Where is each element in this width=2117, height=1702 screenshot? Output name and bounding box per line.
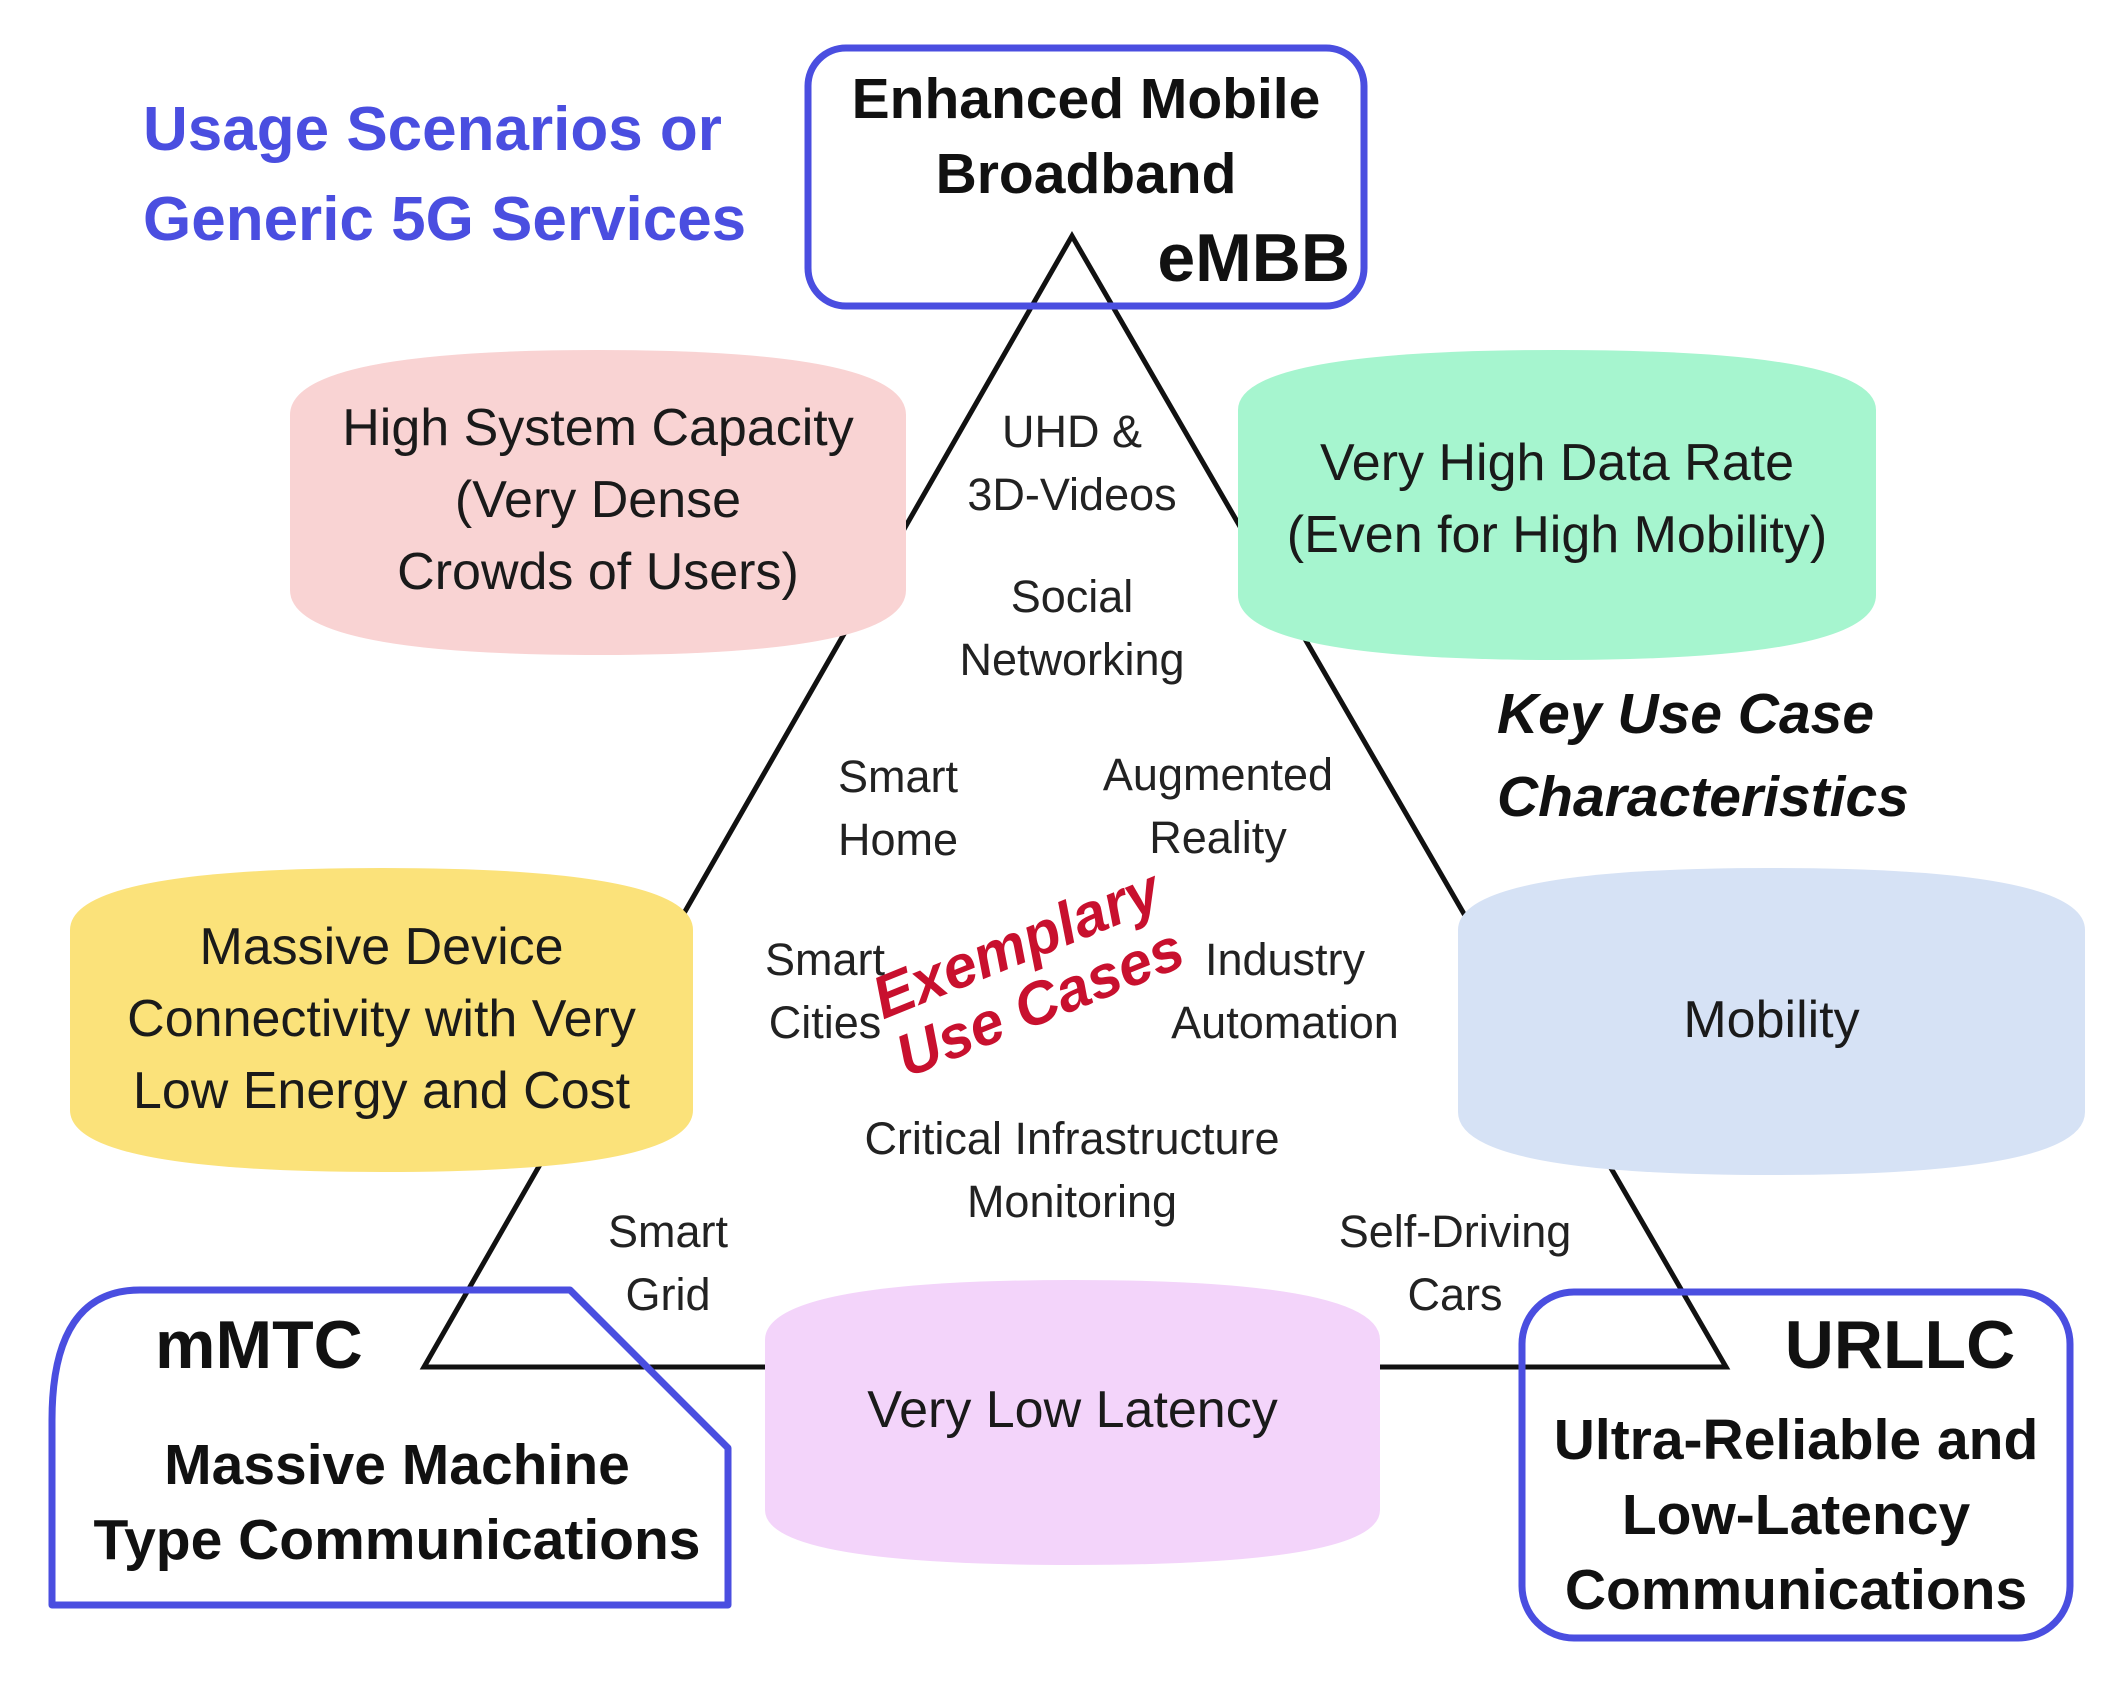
use-case-smart-home: Smart Home [798, 745, 998, 871]
heading-line-1: Usage Scenarios or [143, 95, 722, 164]
connectivity-line-2: Connectivity with Very [127, 989, 636, 1048]
capacity-blob [290, 350, 906, 655]
ar-line-2: Reality [1149, 812, 1287, 863]
self-driving-line-1: Self-Driving [1338, 1206, 1572, 1257]
use-case-uhd: UHD & 3D-Videos [922, 400, 1222, 526]
mmtc-title-line-1: Massive Machine [164, 1433, 630, 1497]
industry-line-1: Industry [1204, 934, 1366, 985]
embb-title-line-2: Broadband [935, 142, 1237, 207]
smart-grid-line-2: Grid [625, 1269, 711, 1320]
latency-text: Very Low Latency [867, 1381, 1278, 1439]
connectivity-line-1: Massive Device [199, 918, 564, 976]
use-case-smart-cities: Smart Cities [735, 928, 915, 1054]
connectivity-line-3: Low Energy and Cost [132, 1061, 631, 1120]
mobility-blob [1458, 868, 2085, 1175]
mmtc-box [48, 1286, 732, 1609]
urllc-title-line-3: Communications [1564, 1558, 2028, 1623]
heading-line-2: Generic 5G Services [143, 184, 747, 254]
connectivity-text: Massive Device Connectivity with Very Lo… [70, 912, 693, 1127]
industry-line-2: Automation [1171, 997, 1399, 1048]
smart-cities-line-2: Cities [768, 997, 882, 1048]
urllc-acronym: URLLC [1784, 1307, 2016, 1383]
capacity-line-3: Crowds of Users) [397, 542, 799, 601]
urllc-title: Ultra-Reliable and Low-Latency Communica… [1522, 1403, 2070, 1629]
use-case-critical: Critical Infrastructure Monitoring [802, 1107, 1342, 1233]
characteristics-line-2: Characteristics [1497, 764, 1909, 829]
embb-acronym: eMBB [1157, 220, 1350, 296]
data-rate-text: Very High Data Rate (Even for High Mobil… [1238, 428, 1876, 572]
mmtc-acronym: mMTC [155, 1307, 363, 1383]
data-rate-blob [1238, 350, 1876, 660]
capacity-text: High System Capacity (Very Dense Crowds … [290, 393, 906, 608]
data-rate-line-2: (Even for High Mobility) [1286, 505, 1828, 564]
use-case-smart-grid: Smart Grid [568, 1200, 768, 1326]
capacity-line-1: High System Capacity [342, 399, 854, 457]
critical-line-1: Critical Infrastructure [864, 1113, 1280, 1164]
smart-home-line-2: Home [837, 814, 959, 865]
social-line-1: Social [1010, 571, 1134, 622]
mmtc-title-line-2: Type Communications [93, 1508, 701, 1573]
data-rate-line-1: Very High Data Rate [1319, 434, 1795, 492]
use-case-social: Social Networking [922, 565, 1222, 691]
urllc-title-line-2: Low-Latency [1621, 1483, 1971, 1548]
critical-line-2: Monitoring [966, 1176, 1178, 1227]
mobility-text: Mobility [1683, 991, 1860, 1049]
capacity-line-2: (Very Dense [454, 470, 742, 529]
embb-title-line-1: Enhanced Mobile [851, 67, 1321, 131]
smart-grid-line-1: Smart [607, 1206, 728, 1257]
connectivity-blob [70, 868, 693, 1172]
uhd-line-2: 3D-Videos [967, 469, 1177, 520]
use-case-self-driving: Self-Driving Cars [1305, 1200, 1605, 1326]
self-driving-line-2: Cars [1407, 1269, 1503, 1320]
ar-line-1: Augmented [1102, 749, 1334, 800]
urllc-title-line-1: Ultra-Reliable and [1553, 1408, 2039, 1472]
mmtc-title: Massive Machine Type Communications [52, 1428, 742, 1578]
characteristics-line-1: Key Use Case [1497, 682, 1875, 746]
embb-box [804, 44, 1368, 310]
characteristics-label: Key Use Case Characteristics [1497, 673, 1909, 838]
diagram-heading: Usage Scenarios or Generic 5G Services [143, 85, 746, 265]
smart-home-line-1: Smart [837, 751, 958, 802]
uhd-line-1: UHD & [1001, 406, 1142, 457]
latency-blob [765, 1280, 1380, 1565]
embb-title: Enhanced Mobile Broadband [808, 62, 1364, 212]
urllc-box [1518, 1288, 2074, 1642]
smart-cities-line-1: Smart [764, 934, 885, 985]
use-case-industry: Industry Automation [1135, 928, 1435, 1054]
use-case-ar: Augmented Reality [1063, 743, 1373, 869]
social-line-2: Networking [959, 634, 1185, 685]
